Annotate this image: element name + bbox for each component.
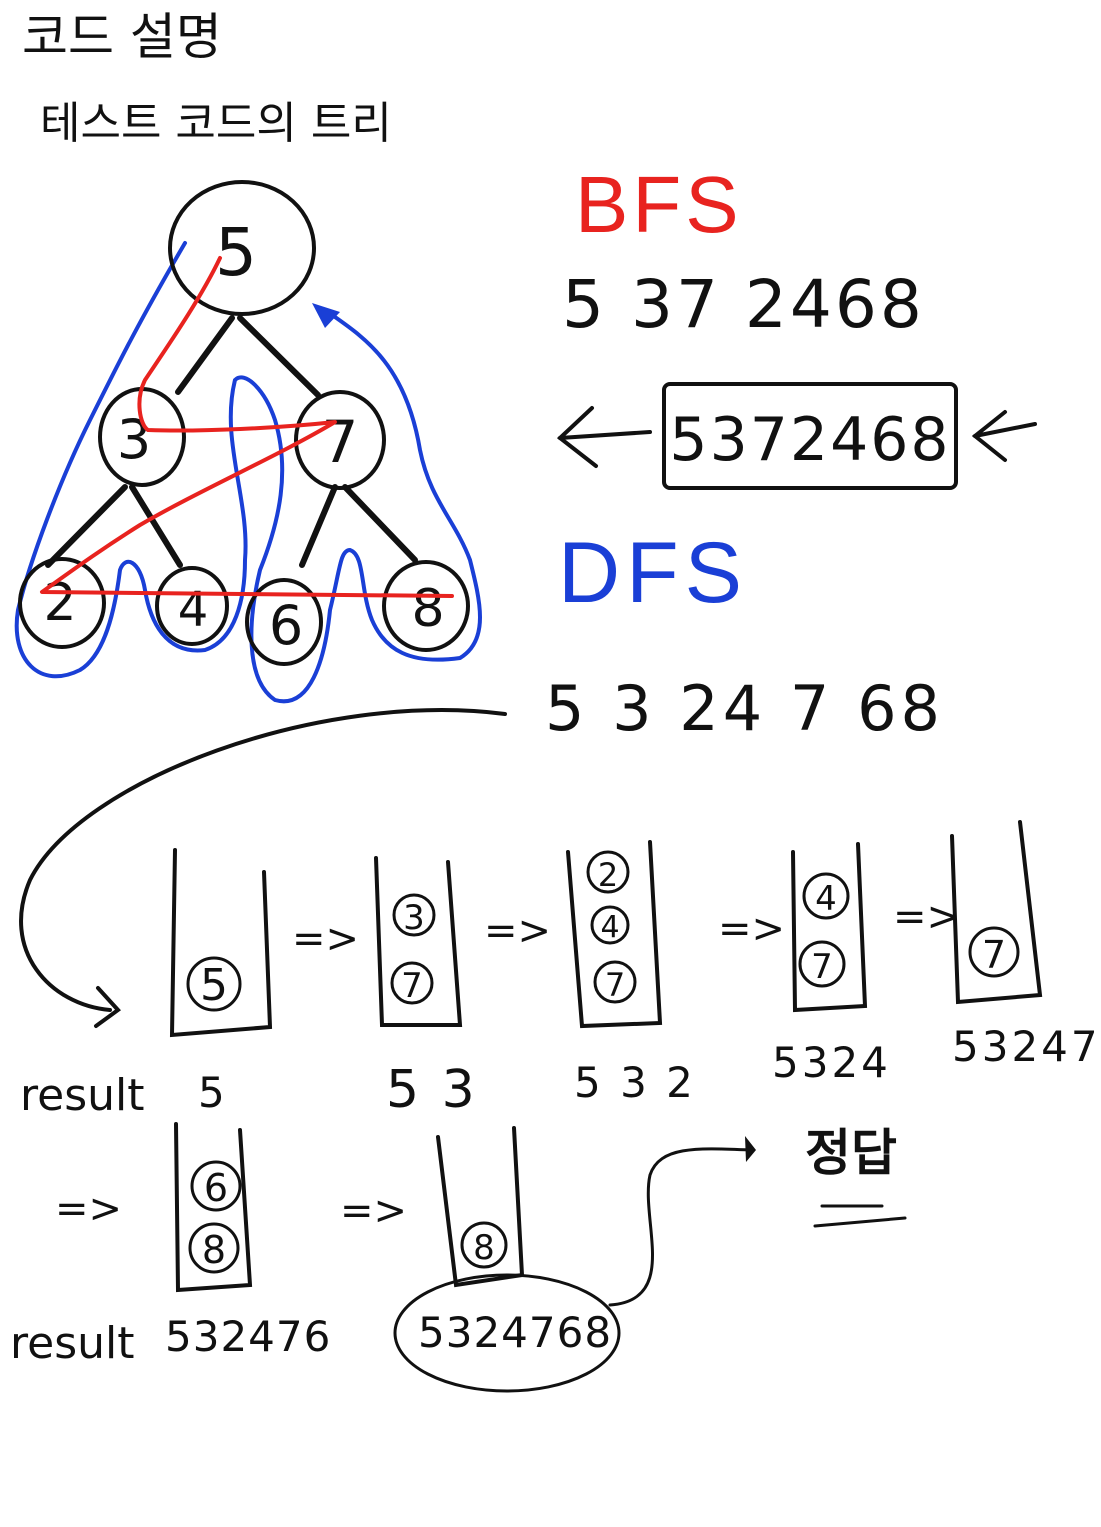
step-arrow-icon: => [484, 908, 551, 954]
tree-node-4-label: 4 [178, 582, 209, 638]
stack-item-label: 7 [811, 947, 833, 987]
tree-node-6 [245, 578, 323, 666]
result-value: 5324 [772, 1038, 891, 1087]
queue-arrow-in-icon [971, 410, 1037, 462]
step-arrow-icon: => [292, 916, 359, 962]
dfs-label: DFS [558, 525, 748, 621]
tree-node-7-label: 7 [322, 408, 359, 476]
page-title: 코드 설명 [22, 8, 222, 66]
stack-item-label: 7 [605, 966, 625, 1004]
tree-node-7 [294, 390, 386, 490]
stack-3-outline [566, 840, 663, 1029]
answer-arrowhead-icon [745, 1136, 756, 1162]
tree-node-root [168, 180, 316, 316]
bfs-label: BFS [575, 160, 743, 249]
bfs-traversal-path [40, 256, 454, 598]
stack-2-outline [374, 856, 463, 1027]
result-value: 532476 [165, 1312, 332, 1361]
answer-underline [813, 1204, 907, 1228]
stack-item-label: 3 [403, 898, 425, 938]
tree-heading: 테스트 코드의 트리 [40, 98, 392, 149]
tree-edges [45, 315, 418, 568]
stack-7-outline [436, 1126, 525, 1288]
stack-item [392, 893, 436, 937]
answer-label: 정답 [805, 1124, 897, 1182]
final-result-value: 5324768 [418, 1308, 613, 1357]
stack-item [390, 961, 434, 1005]
queue-arrow-out-icon [556, 406, 652, 468]
stack-1-outline [169, 848, 273, 1038]
step-arrow-icon: => [340, 1188, 407, 1234]
tree-node-6-label: 6 [269, 594, 303, 657]
dfs-to-stack-arrow [19, 708, 507, 1012]
stack-6-outline [174, 1122, 253, 1293]
tree-node-8-label: 8 [411, 579, 444, 639]
dfs-sequence: 5 3 24 7 68 [545, 672, 944, 745]
stack-item [460, 1221, 508, 1269]
stack-item [190, 1160, 242, 1212]
stack-item [798, 940, 846, 988]
stack-item-label: 7 [982, 933, 1006, 977]
step-arrow-icon: => [893, 894, 960, 940]
queue-box [662, 382, 958, 490]
result-label: result [20, 1070, 145, 1121]
stack-item [968, 926, 1020, 978]
answer-arrow [608, 1147, 754, 1307]
stack-item-label: 4 [600, 910, 619, 945]
tree-node-2 [18, 557, 106, 649]
result-value: 53247 [952, 1022, 1101, 1071]
dfs-arrowhead-icon [312, 303, 340, 328]
stack-item-label: 4 [815, 879, 837, 919]
queue-contents: 5372468 [669, 405, 950, 475]
step-arrow-icon: => [55, 1186, 122, 1232]
stack-4-outline [791, 842, 868, 1013]
step-arrow-icon: => [718, 906, 785, 952]
stack-item-label: 8 [202, 1228, 226, 1272]
stack-item-label: 6 [204, 1166, 228, 1210]
result-label: result [10, 1318, 135, 1369]
tree-node-root-label: 5 [215, 214, 257, 291]
stack-item-label: 8 [473, 1228, 495, 1268]
tree-node-2-label: 2 [43, 573, 76, 633]
dfs-to-stack-arrowhead-icon [94, 986, 121, 1028]
final-result-ellipse [393, 1273, 621, 1393]
stack-item [188, 1222, 240, 1274]
dfs-traversal-path [14, 241, 482, 704]
result-value: 5 [198, 1068, 228, 1117]
bfs-sequence: 5 37 2468 [562, 266, 925, 343]
stack-item [586, 850, 630, 894]
result-value: 5 3 2 [574, 1058, 696, 1107]
stack-item [802, 872, 850, 920]
stack-item [590, 905, 630, 945]
result-value: 5 3 [386, 1060, 478, 1120]
stack-item-label: 2 [598, 856, 618, 894]
tree-node-3-label: 3 [117, 408, 151, 471]
tree-node-4 [155, 566, 229, 646]
stack-item [186, 956, 242, 1012]
stack-item-label: 7 [401, 966, 423, 1006]
stack-item [593, 960, 637, 1004]
stack-5-outline [950, 820, 1043, 1005]
tree-node-8 [382, 560, 470, 652]
stack-item-label: 5 [200, 960, 228, 1011]
